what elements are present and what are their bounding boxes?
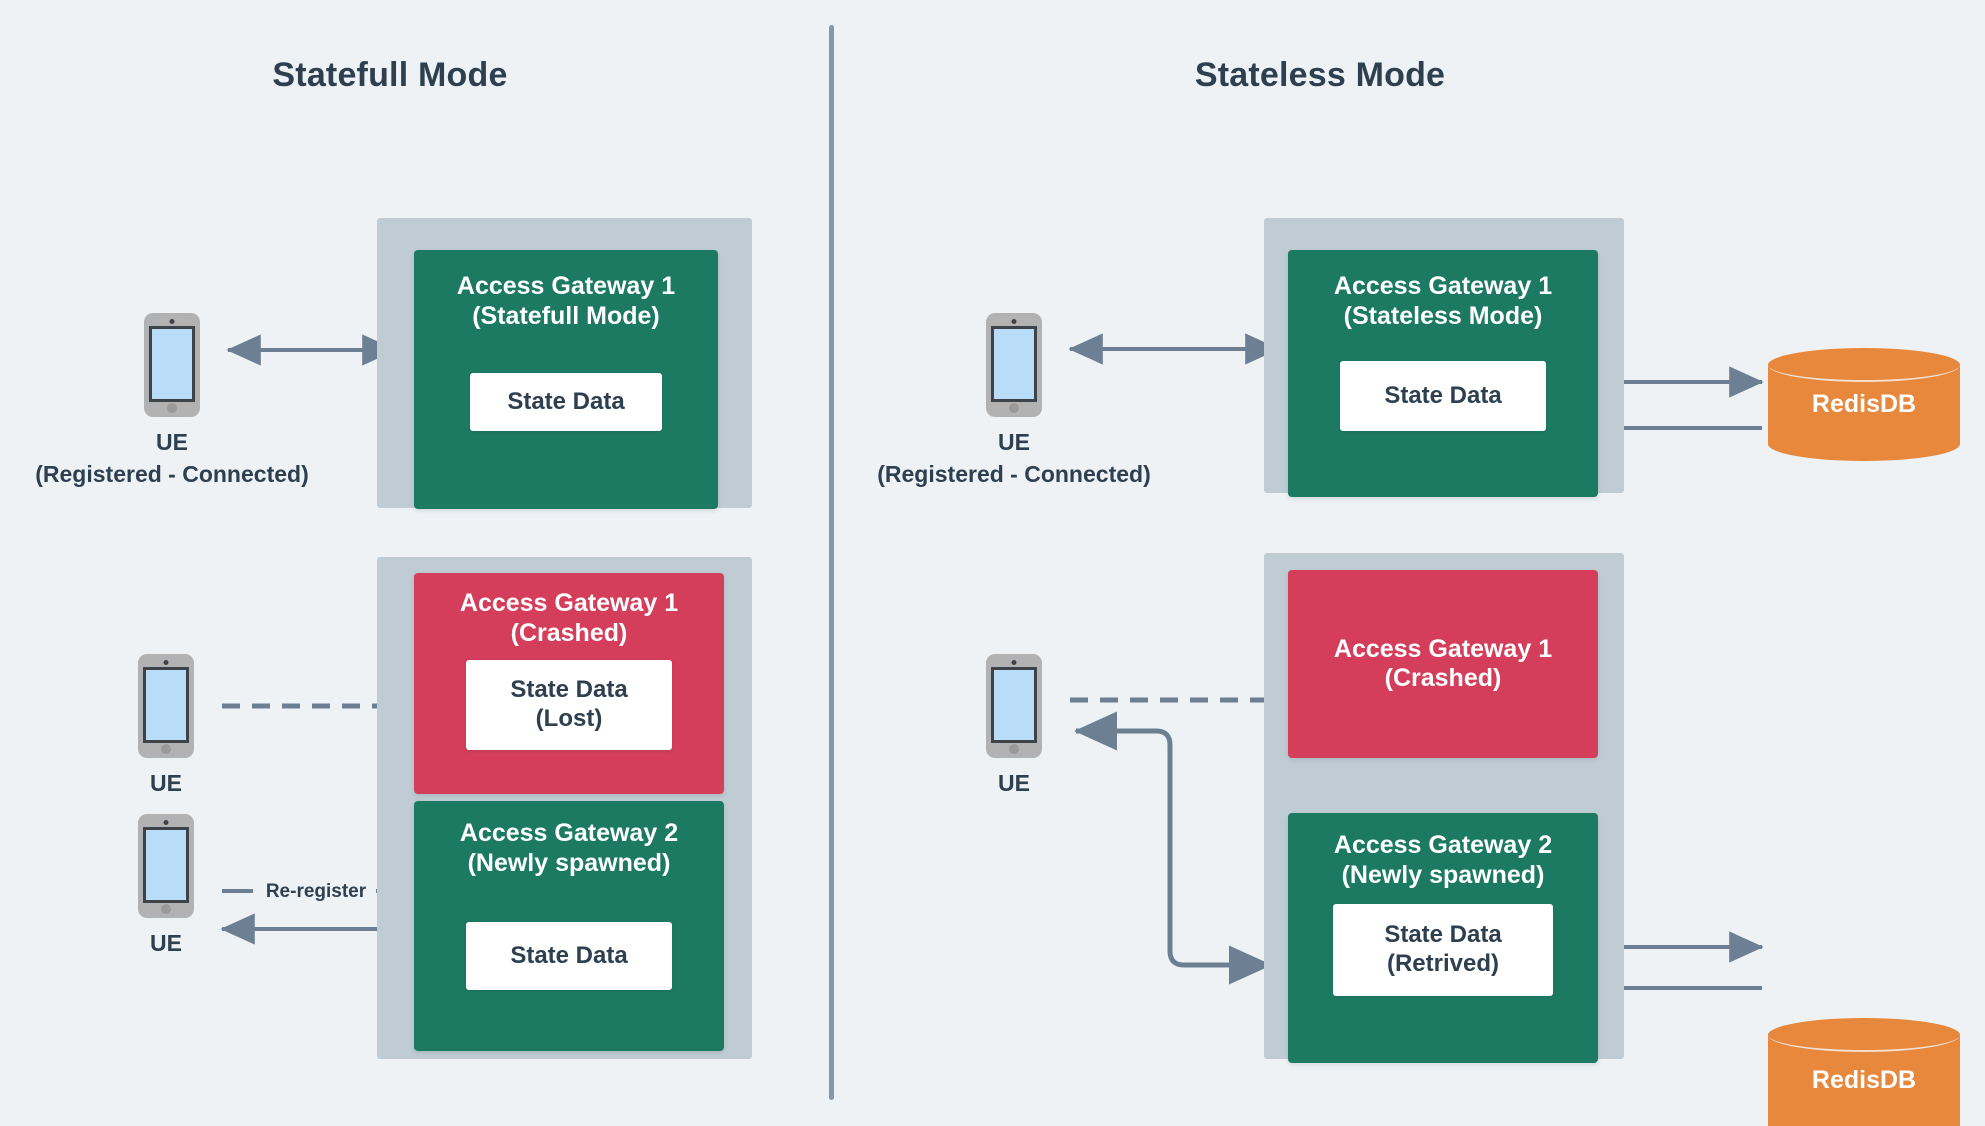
phone-camera-icon bbox=[1011, 319, 1017, 324]
left-bottom-crashed-gateway-box[interactable]: Access Gateway 1 (Crashed) State Data (L… bbox=[414, 573, 724, 794]
left-bottom-crashed-state-chip[interactable]: State Data (Lost) bbox=[466, 660, 672, 750]
left-bottom-crashed-gateway-title: Access Gateway 1 (Crashed) bbox=[459, 589, 679, 647]
phone-icon bbox=[986, 654, 1042, 758]
cylinder-top bbox=[1768, 1018, 1960, 1052]
right-top-ue[interactable] bbox=[986, 313, 1042, 417]
phone-home-button-icon bbox=[167, 403, 177, 413]
right-bottom-new-gateway-title: Access Gateway 2 (Newly spawned) bbox=[1333, 831, 1553, 889]
left-bottom-new-gateway-box[interactable]: Access Gateway 2 (Newly spawned) State D… bbox=[414, 801, 724, 1051]
right-top-state-chip[interactable]: State Data bbox=[1340, 361, 1546, 431]
right-bottom-crashed-gateway-title: Access Gateway 1 (Crashed) bbox=[1333, 634, 1553, 693]
left-top-ue-sublabel: (Registered - Connected) bbox=[35, 461, 309, 487]
left-top-ue[interactable] bbox=[144, 313, 200, 417]
left-top-ue-label: UE bbox=[156, 429, 188, 455]
left-bottom-new-gateway-title: Access Gateway 2 (Newly spawned) bbox=[459, 819, 679, 877]
right-top-redis-label: RedisDB bbox=[1811, 390, 1917, 418]
phone-camera-icon bbox=[1011, 660, 1017, 665]
phone-icon bbox=[986, 313, 1042, 417]
right-top-ue-sublabel: (Registered - Connected) bbox=[877, 461, 1151, 487]
left-section-title: Statefull Mode bbox=[272, 56, 508, 94]
right-bottom-crashed-gateway-box[interactable]: Access Gateway 1 (Crashed) bbox=[1288, 570, 1598, 758]
left-bottom-ue-upper[interactable] bbox=[138, 654, 194, 758]
reregister-connector-label: Re-register bbox=[265, 881, 367, 902]
left-bottom-ue-lower[interactable] bbox=[138, 814, 194, 918]
right-bottom-elbow-connector bbox=[1073, 711, 1273, 985]
left-bottom-new-state-chip[interactable]: State Data bbox=[466, 922, 672, 990]
right-bottom-new-state-chip[interactable]: State Data (Retrived) bbox=[1333, 904, 1553, 996]
phone-screen bbox=[991, 667, 1037, 743]
left-bottom-ue-lower-label: UE bbox=[150, 930, 182, 956]
phone-icon bbox=[144, 313, 200, 417]
right-top-gateway-box[interactable]: Access Gateway 1 (Stateless Mode) State … bbox=[1288, 250, 1598, 497]
phone-home-button-icon bbox=[1009, 744, 1019, 754]
phone-home-button-icon bbox=[161, 904, 171, 914]
left-bottom-ue-upper-label: UE bbox=[150, 770, 182, 796]
phone-screen bbox=[143, 827, 189, 903]
left-top-gateway-box[interactable]: Access Gateway 1 (Statefull Mode) State … bbox=[414, 250, 718, 509]
phone-home-button-icon bbox=[1009, 403, 1019, 413]
right-top-ue-label: UE bbox=[998, 429, 1030, 455]
right-section-title: Stateless Mode bbox=[1194, 56, 1446, 94]
right-bottom-ue[interactable] bbox=[986, 654, 1042, 758]
phone-screen bbox=[991, 326, 1037, 402]
phone-home-button-icon bbox=[161, 744, 171, 754]
right-top-gateway-title: Access Gateway 1 (Stateless Mode) bbox=[1333, 272, 1553, 330]
phone-icon bbox=[138, 654, 194, 758]
left-top-state-chip[interactable]: State Data bbox=[470, 373, 662, 431]
right-top-redis-cylinder[interactable]: RedisDB bbox=[1768, 348, 1960, 461]
phone-camera-icon bbox=[163, 660, 169, 665]
section-divider bbox=[829, 25, 834, 1100]
right-bottom-redis-cylinder[interactable]: RedisDB bbox=[1768, 1018, 1960, 1126]
right-bottom-redis-label: RedisDB bbox=[1811, 1066, 1917, 1094]
right-bottom-new-gateway-box[interactable]: Access Gateway 2 (Newly spawned) State D… bbox=[1288, 813, 1598, 1063]
phone-camera-icon bbox=[163, 820, 169, 825]
cylinder-top bbox=[1768, 348, 1960, 382]
phone-screen bbox=[143, 667, 189, 743]
left-top-gateway-title: Access Gateway 1 (Statefull Mode) bbox=[456, 272, 676, 330]
right-bottom-ue-label: UE bbox=[998, 770, 1030, 796]
phone-icon bbox=[138, 814, 194, 918]
phone-camera-icon bbox=[169, 319, 175, 324]
phone-screen bbox=[149, 326, 195, 402]
